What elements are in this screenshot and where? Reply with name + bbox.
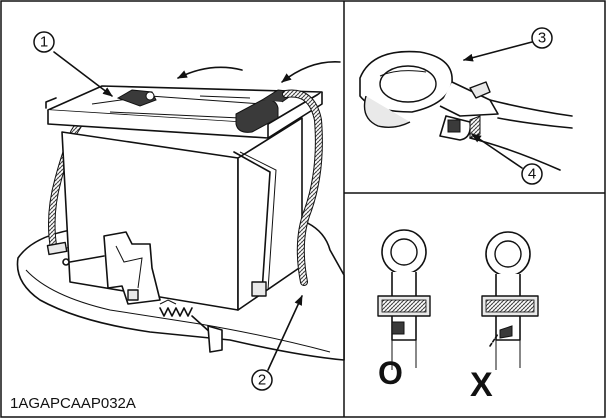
correct-mark: O <box>378 355 403 391</box>
incorrect-mark: X <box>470 366 493 404</box>
tension-spring <box>159 307 193 317</box>
tray-clip <box>207 325 223 353</box>
callout-1-circle <box>33 31 55 53</box>
clamp-correct <box>377 229 431 370</box>
callout-4-circle <box>521 163 543 185</box>
callout-4-leader <box>471 133 523 169</box>
arrow-remove-positive <box>281 61 341 83</box>
callout-1-label: 1 <box>40 34 48 51</box>
callout-4-label: 4 <box>528 166 536 183</box>
tractor-panel: 1 2 1AGAPCAAP032A <box>10 31 345 412</box>
clamp-comparison-panel: O X <box>377 229 539 404</box>
callout-2-leader <box>267 295 303 371</box>
callout-2-label: 2 <box>258 372 266 389</box>
callout-3-leader <box>463 41 533 62</box>
arrow-remove-negative <box>177 66 243 79</box>
callout-2-circle <box>251 369 273 391</box>
callout-3-label: 3 <box>538 30 546 47</box>
figure-code: 1AGAPCAAP032A <box>10 395 136 412</box>
callout-3-circle <box>531 27 553 49</box>
callout-1-leader <box>53 51 113 97</box>
clamp-incorrect <box>481 231 539 370</box>
terminal-detail-panel: 3 4 <box>359 27 573 185</box>
